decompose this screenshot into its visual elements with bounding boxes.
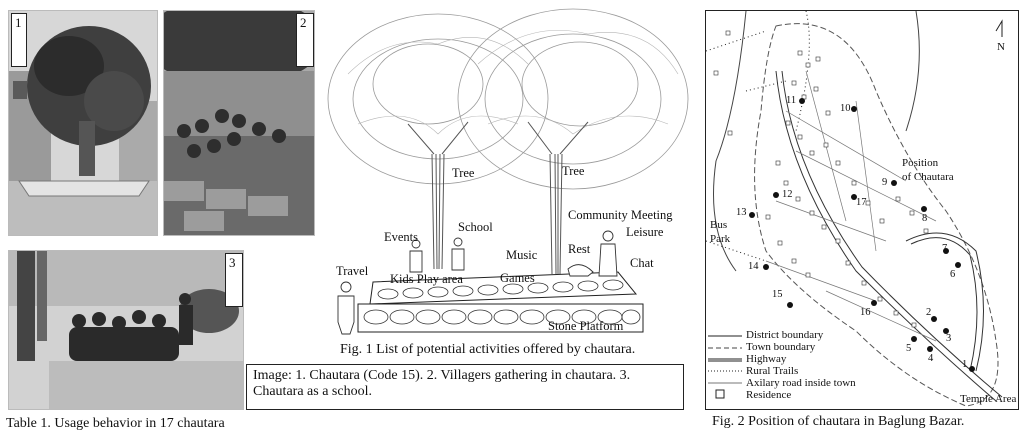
- legend-rural-trails: Rural Trails: [746, 365, 799, 377]
- legend-district-boundary: District boundary: [746, 329, 824, 341]
- temple-area-label: Temple Area: [960, 393, 1017, 405]
- pin-label: 7: [942, 243, 948, 254]
- fig2-map: N Position of Chautara Bus Park Temple A…: [705, 10, 1019, 410]
- legend-town-boundary: Town boundary: [746, 341, 816, 353]
- table-caption: Table 1. Usage behavior in 17 chautara: [6, 416, 225, 431]
- fig1-drawing: [327, 8, 689, 335]
- label-events: Events: [384, 230, 419, 244]
- label-tree-left: Tree: [452, 166, 475, 180]
- legend-auxiliary-road: Axilary road inside town: [746, 377, 856, 389]
- label-travel: Travel: [336, 264, 369, 278]
- photo-number-badge: 2: [296, 13, 314, 67]
- pin-label: 3: [946, 333, 952, 344]
- label-rest: Rest: [568, 242, 591, 256]
- pin-label: 5: [906, 343, 912, 354]
- label-community-meeting: Community Meeting: [568, 208, 673, 222]
- label-kids-play-area: Kids Play area: [390, 272, 463, 286]
- fig2-caption: Fig. 2 Position of chautara in Baglung B…: [712, 414, 965, 429]
- pin-label: 6: [950, 269, 956, 280]
- pin-label: 13: [736, 207, 747, 218]
- pin-label: 12: [782, 189, 793, 200]
- photo-chautara-3: 3: [8, 250, 244, 410]
- photo-3-image: [9, 251, 243, 409]
- fig1-illustration: Tree Tree Events School Community Meetin…: [318, 4, 698, 340]
- map-drawing: [706, 11, 1003, 407]
- legend-highway: Highway: [746, 353, 787, 365]
- label-leisure: Leisure: [626, 225, 664, 239]
- image-caption-box: Image: 1. Chautara (Code 15). 2. Village…: [246, 364, 684, 410]
- photo-number-badge: 1: [11, 13, 27, 67]
- pin-label: 17: [856, 197, 867, 208]
- label-music: Music: [506, 248, 538, 262]
- pin-label: 8: [922, 213, 928, 224]
- label-chat: Chat: [630, 256, 654, 270]
- label-school: School: [458, 220, 493, 234]
- photo-2-image: [164, 11, 314, 235]
- pin-label: 1: [962, 359, 968, 370]
- photo-chautara-1: 1: [8, 10, 158, 236]
- position-label-line1: Position: [902, 157, 939, 169]
- bus-park-label-line2: Park: [710, 233, 731, 245]
- legend-residence: Residence: [746, 389, 792, 401]
- pin-label: 9: [882, 177, 888, 188]
- photo-chautara-2: 2: [163, 10, 315, 236]
- pin-label: 4: [928, 353, 934, 364]
- photo-number-badge: 3: [225, 253, 243, 307]
- position-label-line2: of Chautara: [902, 171, 954, 183]
- pin-label: 2: [926, 307, 932, 318]
- fig1-caption: Fig. 1 List of potential activities offe…: [340, 342, 636, 357]
- photo-1-image: [9, 11, 157, 235]
- label-tree-right: Tree: [562, 164, 585, 178]
- label-games: Games: [500, 271, 535, 285]
- pin-label: 15: [772, 289, 783, 300]
- bus-park-label-line1: Bus: [710, 219, 728, 231]
- pin-label: 16: [860, 307, 871, 318]
- label-stone-platform: Stone Platform: [548, 319, 624, 333]
- pin-label: 10: [840, 103, 851, 114]
- image-caption: Image: 1. Chautara (Code 15). 2. Village…: [253, 368, 631, 400]
- north-label: N: [997, 41, 1005, 53]
- pin-label: 11: [786, 95, 797, 106]
- pin-label: 14: [748, 261, 759, 272]
